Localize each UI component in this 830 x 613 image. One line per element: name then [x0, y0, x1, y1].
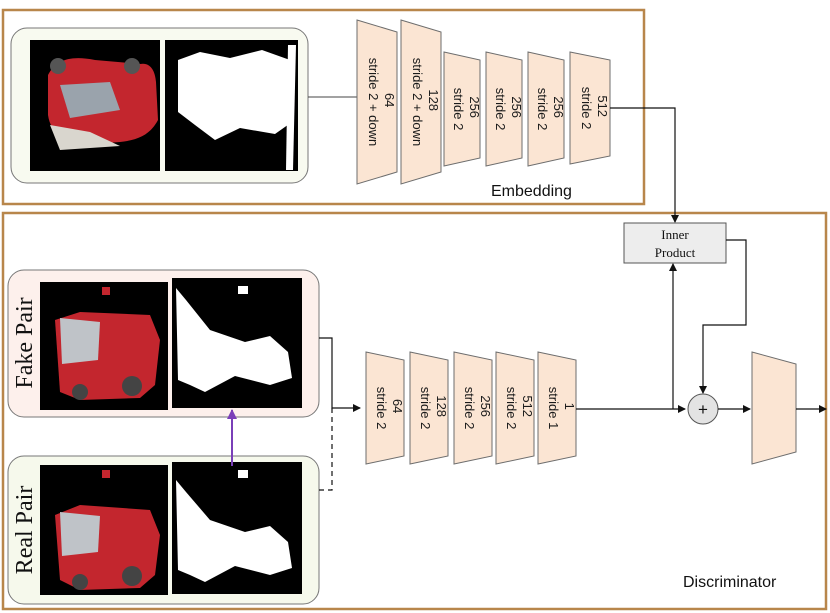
- inner-product-box: Inner Product: [623, 222, 727, 264]
- layer-op: stride 2: [493, 88, 508, 131]
- layer-filters: 1: [562, 403, 577, 410]
- layer-op: stride 2: [462, 387, 477, 430]
- svg-text:128 stride 2: 128 stride 2: [418, 387, 449, 430]
- svg-text:256 stride 2: 256 stride 2: [535, 88, 566, 131]
- layer-filters: 256: [467, 96, 482, 118]
- layer-op: stride 2: [374, 387, 389, 430]
- final-output-block: [751, 351, 797, 465]
- layer-filters: 64: [382, 93, 397, 107]
- layer-op: stride 2: [579, 87, 594, 130]
- plus-symbol: +: [698, 400, 708, 419]
- inner-product-label-line1: Inner: [661, 227, 689, 242]
- discriminator-layer: 256 stride 2: [453, 351, 493, 465]
- layer-filters: 256: [551, 96, 566, 118]
- svg-text:256 stride 2: 256 stride 2: [493, 88, 524, 131]
- sum-node: +: [687, 393, 719, 425]
- layer-filters: 64: [390, 399, 405, 413]
- layer-filters: 512: [520, 395, 535, 417]
- embedding-mask-image: [165, 40, 298, 171]
- fake-mask-image: [172, 278, 302, 408]
- embedding-layer: 256 stride 2: [443, 51, 482, 167]
- real-mask-image: [172, 462, 302, 594]
- embedding-layer: 128 stride 2 + down: [400, 19, 442, 185]
- embedding-frame: [1, 8, 646, 206]
- layer-filters: 512: [595, 95, 610, 117]
- discriminator-layer: 64 stride 2: [365, 351, 405, 465]
- svg-text:64 stride 2 + down: 64 stride 2 + down: [366, 58, 397, 147]
- layer-op: stride 2: [504, 387, 519, 430]
- layer-filters: 256: [478, 395, 493, 417]
- svg-text:512 stride 2: 512 stride 2: [579, 87, 610, 130]
- layer-filters: 128: [434, 395, 449, 417]
- inner-to-plus-arrow: [699, 239, 747, 394]
- layer-op: stride 2: [451, 88, 466, 131]
- layer-op: stride 1: [546, 387, 561, 430]
- real-car-image: [40, 465, 168, 595]
- embedding-label: Embedding: [491, 183, 572, 200]
- layer-op: stride 2: [418, 387, 433, 430]
- svg-text:128 stride 2 + down: 128 stride 2 + down: [410, 58, 441, 147]
- svg-text:512 stride 2: 512 stride 2: [504, 387, 535, 430]
- fake-pair-connector: [319, 337, 361, 412]
- svg-text:64 stride 2: 64 stride 2: [374, 387, 405, 430]
- fake-pair-label: Fake Pair: [12, 297, 38, 388]
- embedding-layer: 512 stride 2: [569, 51, 611, 165]
- real-pair-label: Real Pair: [12, 486, 38, 575]
- svg-text:1 stride 1: 1 stride 1: [546, 387, 577, 430]
- real-pair-connector: [319, 408, 333, 491]
- layer-op: stride 2 + down: [366, 58, 381, 147]
- embedding-to-inner-arrow: [610, 107, 679, 223]
- layer-filters: 128: [426, 89, 441, 111]
- embedding-layer: 256 stride 2: [485, 51, 524, 167]
- embedding-car-image: [30, 40, 160, 171]
- discriminator-layer: 512 stride 2: [495, 351, 535, 465]
- discriminator-layer: 128 stride 2: [409, 351, 449, 465]
- embedding-layer: 64 stride 2 + down: [356, 19, 398, 185]
- embedding-layer: 256 stride 2: [527, 51, 566, 167]
- svg-text:256 stride 2: 256 stride 2: [462, 387, 493, 430]
- svg-text:256 stride 2: 256 stride 2: [451, 88, 482, 131]
- layer-op: stride 2: [535, 88, 550, 131]
- discriminator-label: Discriminator: [683, 574, 777, 591]
- layer-filters: 256: [509, 96, 524, 118]
- fake-car-image: [40, 282, 168, 410]
- discriminator-layer: 1 stride 1: [537, 351, 577, 465]
- layer-op: stride 2 + down: [410, 58, 425, 147]
- inner-product-label-line2: Product: [655, 245, 696, 260]
